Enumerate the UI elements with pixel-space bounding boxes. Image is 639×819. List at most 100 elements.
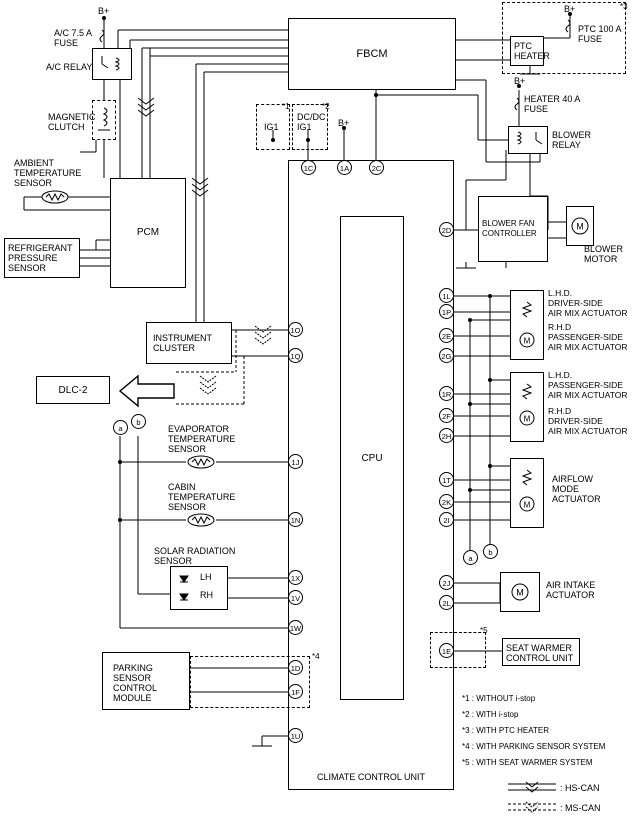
blower-relay-coil-icon	[516, 131, 543, 145]
blower-motor-icon: M	[571, 217, 589, 235]
note2-mark: *2	[322, 102, 330, 111]
pin-1n: 1N	[288, 512, 303, 527]
parking-module-label: PARKING SENSOR CONTROL MODULE	[113, 663, 158, 703]
pin-2l: 2L	[439, 595, 454, 610]
magnetic-clutch-label: MAGNETIC CLUTCH	[48, 112, 96, 132]
air-mix-actuator-1-box	[510, 290, 544, 360]
pin-1v: 1V	[288, 590, 303, 605]
ac-fuse-label: A/C 7.5 A FUSE	[54, 28, 93, 48]
lhd-passenger-mix-label: L.H.D. PASSENGER-SIDE AIR MIX ACTUATOR	[548, 370, 628, 400]
arrow-left-icon	[118, 374, 175, 408]
ptc-heater-box: PTC HEATER	[510, 36, 550, 66]
note-1: *1 : WITHOUT i-stop	[462, 694, 536, 703]
ms-can-legend-icon	[508, 801, 556, 813]
seat-warmer-box: SEAT WARMER CONTROL UNIT	[502, 638, 580, 666]
pin-2f: 2F	[439, 408, 454, 423]
cabin-sensor-label: CABIN TEMPERATURE SENSOR	[168, 482, 236, 512]
rhd-passenger-mix-label: R.H.D PASSENGER-SIDE AIR MIX ACTUATOR	[548, 322, 628, 352]
pin-1t: 1T	[439, 472, 454, 487]
fbcm-label: FBCM	[356, 48, 388, 60]
heater-fuse-label: HEATER 40 A FUSE	[524, 94, 581, 114]
air-mix-actuator-2-box	[510, 372, 544, 442]
refrigerant-sensor-label: REFRIGERANT PRESSURE SENSOR	[8, 243, 73, 273]
hs-can-legend-icon	[508, 781, 556, 793]
ac-relay-label: A/C RELAY	[46, 62, 93, 72]
pin-1l: 1L	[439, 288, 454, 303]
pin-2g: 2G	[439, 348, 454, 363]
dcdc-ig1-box	[292, 104, 328, 150]
note-4: *4 : WITH PARKING SENSOR SYSTEM	[462, 742, 606, 751]
cpu-label: CPU	[361, 453, 383, 464]
junction-b-right: b	[483, 544, 498, 559]
svg-text:M: M	[524, 337, 531, 346]
pin-1e: 1E	[439, 643, 454, 658]
airflow-actuator-label: AIRFLOW MODE ACTUATOR	[552, 474, 601, 504]
svg-text:M: M	[524, 415, 531, 424]
cabin-thermistor-icon	[187, 513, 215, 527]
pin-1c: 1C	[301, 160, 316, 175]
solar-sensor-box	[170, 566, 228, 610]
refrigerant-sensor-box: REFRIGERANT PRESSURE SENSOR	[4, 238, 80, 278]
dlc2-box: DLC-2	[36, 376, 110, 404]
junction-a-left: a	[113, 420, 128, 435]
ac-relay-coil-icon	[101, 56, 120, 71]
pin-1q: 1Q	[288, 348, 303, 363]
climate-control-unit-label: CLIMATE CONTROL UNIT	[316, 772, 425, 782]
b-plus-ac-label: B+	[98, 6, 110, 16]
air-mix-2-potentiometer-icon: M	[519, 383, 535, 426]
pin-1j: 1J	[288, 454, 303, 469]
note4-mark: *4	[312, 652, 320, 661]
air-mix-1-potentiometer-icon: M	[519, 301, 535, 348]
pin-2h: 2H	[439, 428, 454, 443]
svg-text:M: M	[524, 501, 531, 510]
pin-2j: 2J	[439, 575, 454, 590]
ptc-fuse-label: PTC 100 A FUSE	[578, 24, 622, 44]
blower-fan-controller-label: BLOWER FAN CONTROLLER	[482, 219, 537, 238]
note1-mark: *1	[282, 102, 290, 111]
solar-rh-label: RH	[200, 590, 213, 600]
note-3: *3 : WITH PTC HEATER	[462, 726, 549, 735]
pin-1u: 1U	[288, 728, 303, 743]
ambient-sensor-label: AMBIENT TEMPERATURE SENSOR	[14, 158, 82, 188]
svg-text:M: M	[516, 588, 524, 598]
fbcm-box: FBCM	[288, 18, 456, 90]
svg-text:M: M	[576, 222, 584, 232]
b-plus-ccu-label: B+	[338, 118, 350, 128]
ig1-label: IG1	[264, 122, 279, 132]
pin-2k: 2K	[439, 494, 454, 509]
pcm-box: PCM	[110, 178, 186, 288]
note3-mark: *3	[620, 2, 628, 11]
ig1-box	[256, 104, 290, 150]
pin-1a: 1A	[337, 160, 352, 175]
blower-relay-label: BLOWER RELAY	[552, 130, 592, 150]
evaporator-sensor-label: EVAPORATOR TEMPERATURE SENSOR	[168, 424, 236, 454]
b-plus-ptc-label: B+	[564, 4, 576, 14]
solar-photodiode-icon	[179, 575, 189, 601]
seat-warmer-pin-group	[430, 632, 486, 668]
instrument-cluster-box: INSTRUMENT CLUSTER	[146, 322, 232, 364]
lhd-driver-mix-label: L.H.D. DRIVER-SIDE AIR MIX ACTUATOR	[548, 288, 628, 318]
note-5: *5 : WITH SEAT WARMER SYSTEM	[462, 758, 593, 767]
blower-fan-controller-box: BLOWER FAN CONTROLLER	[478, 196, 548, 262]
note-2: *2 : WITH i-stop	[462, 710, 519, 719]
pin-1p: 1P	[439, 304, 454, 319]
pin-2d: 2D	[439, 222, 454, 237]
cpu-box: CPU	[340, 216, 404, 700]
pcm-label: PCM	[136, 227, 160, 238]
pin-1x: 1X	[288, 570, 303, 585]
evaporator-thermistor-icon	[187, 455, 215, 469]
blower-motor-label: BLOWER MOTOR	[584, 244, 624, 264]
solar-lh-label: LH	[200, 572, 212, 582]
ptc-heater-group	[502, 2, 626, 74]
pin-2c: 2C	[369, 160, 384, 175]
parking-wiring-group	[190, 656, 310, 708]
rhd-driver-mix-label: R.H.D DRIVER-SIDE AIR MIX ACTUATOR	[548, 406, 628, 436]
seat-warmer-label: SEAT WARMER CONTROL UNIT	[506, 643, 574, 663]
ms-can-legend-label: : MS-CAN	[560, 803, 601, 813]
pin-1d: 1D	[288, 660, 303, 675]
instrument-cluster-label: INSTRUMENT CLUSTER	[153, 333, 212, 353]
ac-relay-box	[92, 48, 132, 80]
hs-can-legend-label: : HS-CAN	[560, 783, 600, 793]
junction-b-left: b	[131, 414, 146, 429]
